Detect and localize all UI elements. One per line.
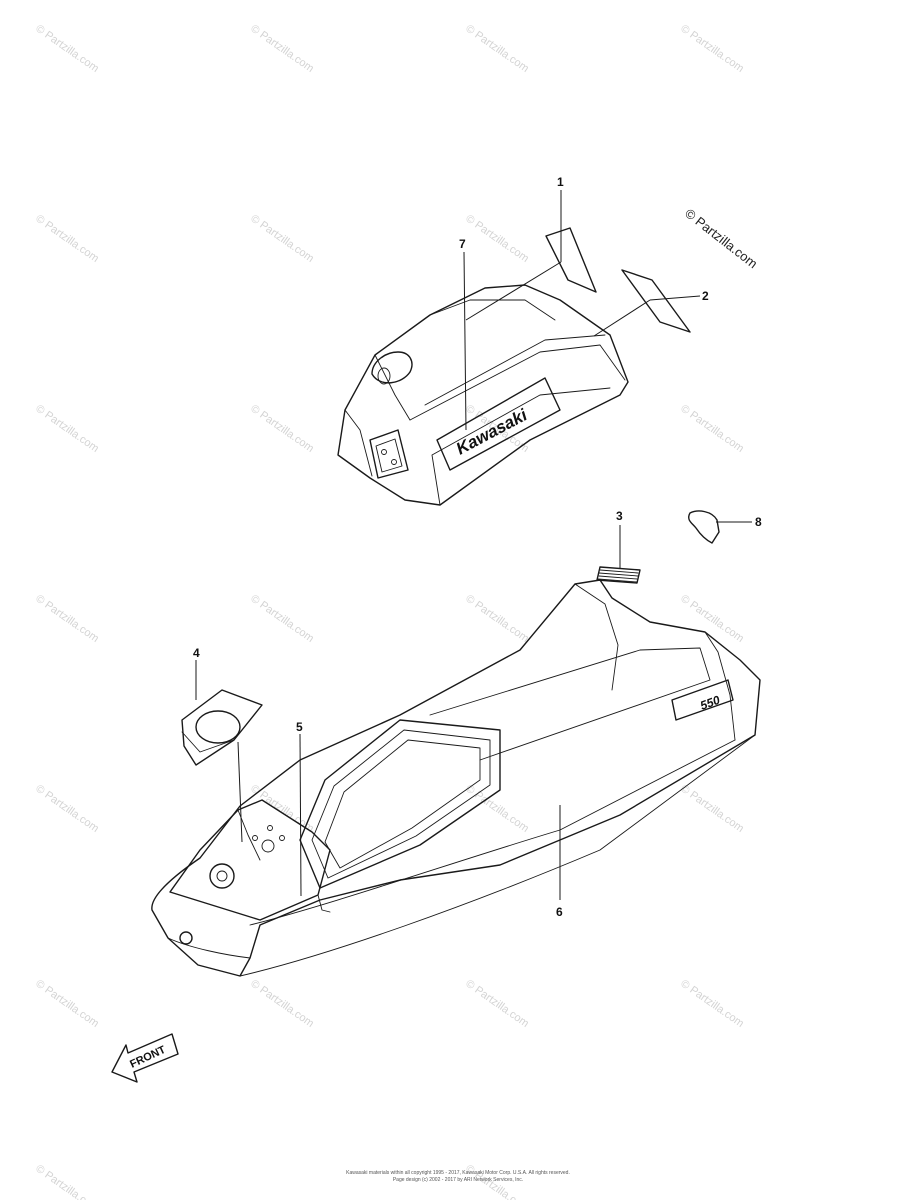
watermark: © Partzilla.com <box>463 978 531 1030</box>
watermark: © Partzilla.com <box>463 593 531 645</box>
watermark: © Partzilla.com <box>248 213 316 265</box>
watermark: © Partzilla.com <box>33 213 101 265</box>
watermark: © Partzilla.com <box>678 403 746 455</box>
watermark-layer: © Partzilla.com © Partzilla.com © Partzi… <box>33 23 746 1200</box>
watermark: © Partzilla.com <box>33 978 101 1030</box>
decal-part-4 <box>181 689 263 766</box>
watermark: © Partzilla.com <box>463 213 531 265</box>
watermark: © Partzilla.com <box>248 403 316 455</box>
callout-5: 5 <box>296 720 303 734</box>
watermark: © Partzilla.com <box>33 783 101 835</box>
watermark: © Partzilla.com <box>678 23 746 75</box>
decal-part-2 <box>621 269 691 333</box>
watermark: © Partzilla.com <box>248 23 316 75</box>
copyright-mark: © Partzilla.com <box>682 206 760 272</box>
watermark: © Partzilla.com <box>678 978 746 1030</box>
decal-part-3 <box>596 566 641 584</box>
callout-labels: 1 2 3 4 5 6 7 8 <box>193 175 762 919</box>
footer-line-2: Page design (c) 2002 - 2017 by ARI Netwo… <box>393 1177 523 1183</box>
callout-4: 4 <box>193 646 200 660</box>
callout-2: 2 <box>702 289 709 303</box>
hull-drawing: 550 <box>151 579 761 977</box>
page-footer: Kawasaki materials within all copyright … <box>346 1170 570 1183</box>
callout-3: 3 <box>616 509 623 523</box>
decal-part-1 <box>545 227 597 293</box>
callout-7: 7 <box>459 237 466 251</box>
watermark: © Partzilla.com <box>463 23 531 75</box>
watermark: © Partzilla.com <box>33 23 101 75</box>
decal-part-8 <box>687 510 720 544</box>
watermark: © Partzilla.com <box>33 403 101 455</box>
hull-model-decal-text: 550 <box>698 693 722 713</box>
callout-6: 6 <box>556 905 563 919</box>
leader-lines <box>195 190 752 900</box>
watermark: © Partzilla.com <box>33 1163 101 1200</box>
callout-8: 8 <box>755 515 762 529</box>
watermark: © Partzilla.com <box>248 978 316 1030</box>
watermark: © Partzilla.com <box>248 593 316 645</box>
engine-hood-drawing: Kawasaki <box>337 284 629 506</box>
footer-line-1: Kawasaki materials within all copyright … <box>346 1170 570 1176</box>
callout-1: 1 <box>557 175 564 189</box>
front-direction-arrow: FRONT <box>111 1033 179 1083</box>
watermark: © Partzilla.com <box>33 593 101 645</box>
watermark: © Partzilla.com <box>678 783 746 835</box>
